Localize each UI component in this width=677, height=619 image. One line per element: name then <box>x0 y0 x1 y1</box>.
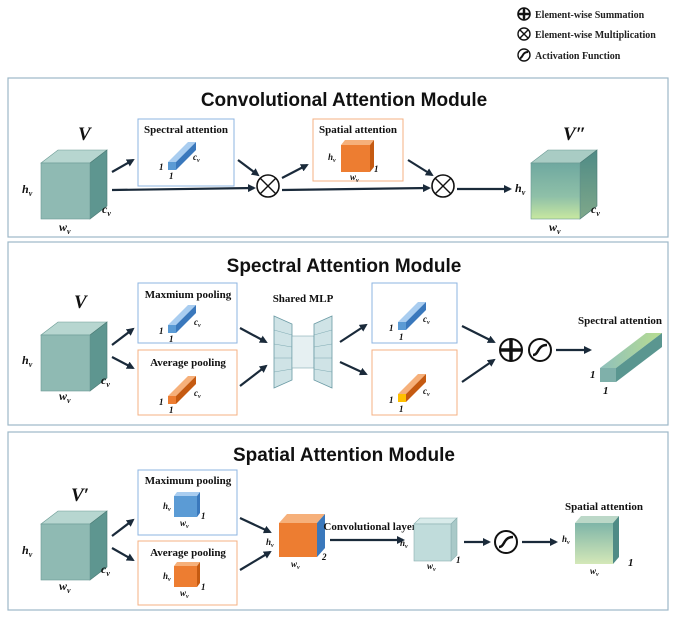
legend-summation-label: Element-wise Summation <box>535 10 645 21</box>
output-label: V″ <box>563 124 586 145</box>
spectral-attention-panel: Spectral Attention Module V hv wv cv Max… <box>7 241 669 426</box>
dim-one: 1 <box>169 334 174 344</box>
max-pool-vector <box>168 305 196 333</box>
avg-pool-map <box>174 562 200 587</box>
shared-mlp-label: Shared MLP <box>273 293 334 305</box>
dim-two: 2 <box>321 552 327 562</box>
max-pooling-label: Maximum pooling <box>145 475 232 487</box>
dim-one: 1 <box>159 397 164 407</box>
conv-attention-panel: Convolutional Attention Module V hv wv c… <box>7 77 669 238</box>
conv-attention-title: Convolutional Attention Module <box>201 90 487 111</box>
spectral-attention-title: Spectral Attention Module <box>227 256 462 277</box>
spatial-map-orange <box>341 140 374 172</box>
input-label: V′ <box>71 485 89 506</box>
activation-icon <box>517 48 531 62</box>
dim-h: hv <box>22 353 33 369</box>
dim-one: 1 <box>169 171 174 181</box>
multiply-node-2 <box>431 174 455 198</box>
mlp-max-output-vector <box>398 302 426 330</box>
dim-one: 1 <box>590 369 596 381</box>
dim-one: 1 <box>603 385 609 397</box>
dim-c: cv <box>194 317 201 329</box>
dim-w: wv <box>59 389 71 405</box>
dim-one: 1 <box>159 162 164 172</box>
dim-one: 1 <box>628 557 634 569</box>
multiplication-icon <box>517 27 531 41</box>
conv-output-cube <box>413 517 458 562</box>
avg-pooling-label: Average pooling <box>150 547 226 559</box>
dim-w: wv <box>59 220 71 236</box>
dim-h: hv <box>22 543 33 559</box>
dim-w: wv <box>590 566 599 578</box>
dim-h: hv <box>515 181 526 197</box>
input-cube <box>40 321 108 392</box>
dim-h: hv <box>266 537 274 549</box>
dim-one: 1 <box>201 582 206 592</box>
conv-layer-label: Convolutional layer <box>323 521 416 533</box>
multiply-node-1 <box>256 174 280 198</box>
dim-h: hv <box>22 182 33 198</box>
spatial-attention-panel: Spatial Attention Module V′ hv wv cv Max… <box>7 431 669 611</box>
dim-one: 1 <box>399 332 404 342</box>
spatial-attention-title: Spatial Attention Module <box>233 445 455 466</box>
input-label: V <box>74 292 88 313</box>
dim-one: 1 <box>389 395 394 405</box>
dim-w: wv <box>291 559 300 571</box>
avg-pooling-label: Average pooling <box>150 357 226 369</box>
spatial-attention-output-label: Spatial attention <box>565 501 643 513</box>
dim-one: 1 <box>456 555 461 565</box>
dim-c: cv <box>591 202 600 218</box>
dim-c: cv <box>423 386 430 398</box>
legend-activation-label: Activation Function <box>535 51 621 62</box>
dim-c: cv <box>193 152 200 164</box>
input-cube <box>40 510 108 581</box>
input-label: V <box>78 124 92 145</box>
dim-w: wv <box>180 588 189 600</box>
dim-one: 1 <box>169 405 174 415</box>
dim-c: cv <box>102 202 111 218</box>
dim-c: cv <box>423 314 430 326</box>
spectral-attention-output-label: Spectral attention <box>578 315 662 327</box>
legend-multiplication-label: Element-wise Multiplication <box>535 30 656 41</box>
spatial-attention-output-map <box>575 516 619 564</box>
dim-one: 1 <box>399 404 404 414</box>
dim-h: hv <box>163 571 171 583</box>
dim-w: wv <box>427 561 436 573</box>
avg-pool-vector <box>168 376 196 404</box>
spectral-vector-blue <box>168 142 196 170</box>
spatial-attention-box-label: Spatial attention <box>319 124 397 136</box>
dim-w: wv <box>59 579 71 595</box>
dim-h: hv <box>163 501 171 513</box>
dim-one: 1 <box>389 323 394 333</box>
output-cube <box>530 149 598 220</box>
max-pool-map <box>174 492 200 517</box>
activation-node <box>494 530 518 554</box>
activation-node <box>528 338 552 362</box>
dim-c: cv <box>101 562 110 578</box>
spectral-attention-box-label: Spectral attention <box>144 124 228 136</box>
summation-node <box>499 338 523 362</box>
dim-w: wv <box>549 220 561 236</box>
mlp-avg-output-vector <box>398 374 426 402</box>
concat-map <box>279 514 325 557</box>
dim-h: hv <box>562 534 570 546</box>
input-cube <box>40 149 108 220</box>
spatial-arrows <box>111 517 558 571</box>
shared-mlp-network <box>273 315 333 389</box>
conv-arrows <box>111 159 512 193</box>
legend: Element-wise Summation Element-wise Mult… <box>517 7 656 62</box>
dim-w: wv <box>180 518 189 530</box>
dim-w: wv <box>350 172 359 184</box>
dim-h: hv <box>328 152 336 164</box>
spectral-arrows <box>111 323 592 387</box>
dim-c: cv <box>194 388 201 400</box>
dim-one: 1 <box>374 164 379 174</box>
dim-one: 1 <box>201 511 206 521</box>
spectral-attention-output-vector <box>600 333 662 382</box>
summation-icon <box>517 7 531 21</box>
dim-one: 1 <box>159 326 164 336</box>
max-pooling-label: Maxmium pooling <box>145 289 232 301</box>
dim-c: cv <box>101 373 110 389</box>
